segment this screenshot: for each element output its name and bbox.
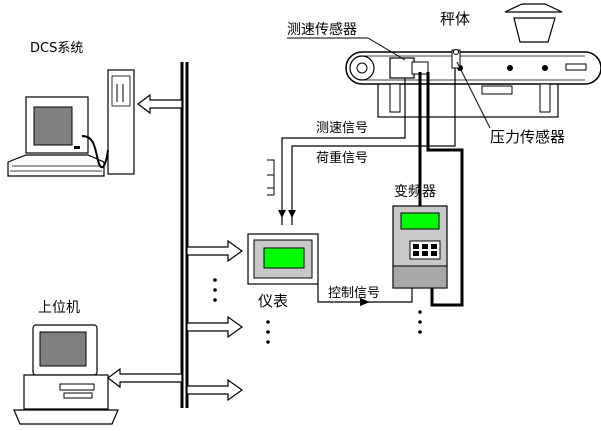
instrument-label: 仪表 xyxy=(258,292,288,310)
bus-arrow-dcs xyxy=(137,93,183,115)
power-wire xyxy=(418,72,464,307)
pressure-sensor-leader xyxy=(456,61,491,129)
belt-scale-device xyxy=(345,3,601,118)
instrument-screen xyxy=(263,247,305,269)
bus-arrow-extra-2 xyxy=(186,378,244,402)
load-signal-wire xyxy=(288,68,456,225)
frequency-converter-device xyxy=(392,205,448,289)
instrument-device xyxy=(247,233,319,285)
dcs-computer-icon xyxy=(7,69,135,177)
connector-bracket xyxy=(267,159,275,196)
communication-bus xyxy=(180,62,189,408)
dcs-system-label: DCS系统 xyxy=(30,41,83,56)
more-devices-dots-2 xyxy=(266,320,270,344)
control-signal-wire xyxy=(317,284,413,306)
speed-sensor-label: 测速传感器 xyxy=(287,21,357,38)
bus-arrow-instrument xyxy=(186,239,244,263)
speed-signal-label: 测速信号 xyxy=(316,121,368,136)
host-computer-icon xyxy=(13,324,119,425)
control-signal-label: 控制信号 xyxy=(328,286,380,301)
frequency-converter-label: 变频器 xyxy=(394,184,436,200)
host-computer-label: 上位机 xyxy=(38,300,80,316)
bus-arrow-host xyxy=(107,367,183,389)
pressure-sensor-label: 压力传感器 xyxy=(490,128,565,146)
speed-sensor-leader xyxy=(367,37,406,61)
more-devices-dots-3 xyxy=(418,310,422,334)
speed-signal-wire xyxy=(278,78,406,225)
bus-arrow-extra-1 xyxy=(186,315,244,339)
more-devices-dots-1 xyxy=(213,278,217,302)
converter-screen xyxy=(400,212,440,230)
scale-body-label: 秤体 xyxy=(440,10,470,28)
load-signal-label: 荷重信号 xyxy=(316,150,368,166)
